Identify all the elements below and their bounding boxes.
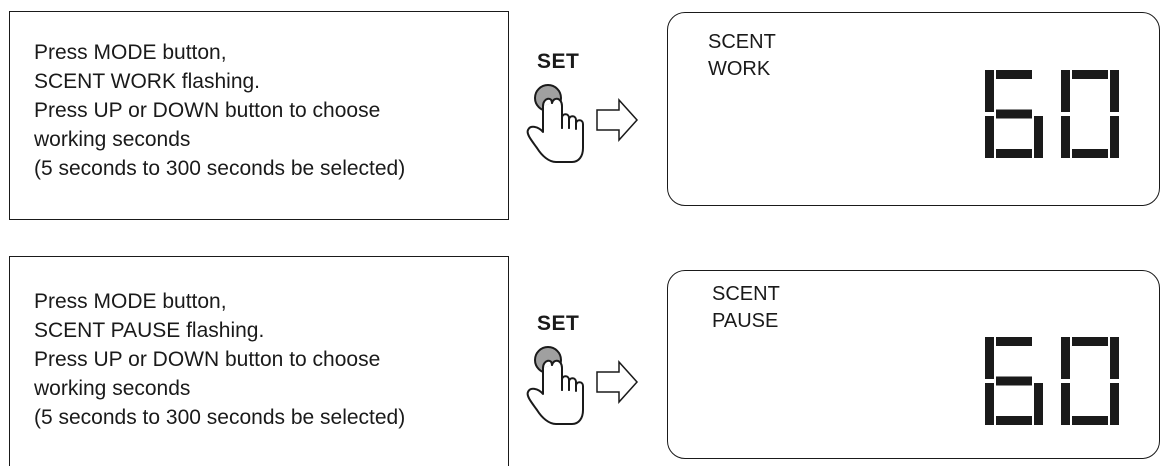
lcd-mode-label: SCENT WORK bbox=[708, 29, 776, 83]
lcd-mode-label: SCENT PAUSE bbox=[712, 281, 780, 335]
instruction-line: Press UP or DOWN button to choose bbox=[34, 348, 381, 371]
lcd-label-line: SCENT bbox=[708, 31, 776, 53]
segment-d bbox=[996, 149, 1032, 158]
lcd-display: SCENT WORK bbox=[667, 12, 1160, 206]
segment-a bbox=[1072, 70, 1108, 79]
instruction-text: Press MODE button, SCENT PAUSE flashing.… bbox=[34, 287, 405, 432]
right-arrow-icon bbox=[596, 360, 639, 404]
segment-b bbox=[1110, 70, 1119, 112]
seven-segment-digit bbox=[1061, 337, 1119, 425]
segment-e bbox=[1061, 383, 1070, 425]
right-arrow-icon bbox=[596, 98, 639, 142]
segment-a bbox=[996, 70, 1032, 79]
pointing-hand-icon bbox=[526, 97, 584, 163]
segment-e bbox=[1061, 116, 1070, 158]
press-set-illustration bbox=[526, 84, 639, 163]
segment-f bbox=[1061, 337, 1070, 379]
instruction-text: Press MODE button, SCENT WORK flashing. … bbox=[34, 38, 405, 183]
pointing-hand-icon bbox=[526, 359, 584, 425]
instruction-line: Press MODE button, bbox=[34, 41, 227, 64]
segment-f bbox=[985, 337, 994, 379]
press-set-illustration bbox=[526, 346, 639, 425]
seven-segment-value bbox=[985, 337, 1119, 425]
set-button-label: SET bbox=[537, 50, 580, 73]
seven-segment-digit bbox=[985, 337, 1043, 425]
instruction-line: Press MODE button, bbox=[34, 290, 227, 313]
lcd-label-line: SCENT bbox=[712, 283, 780, 305]
segment-d bbox=[1072, 149, 1108, 158]
lcd-display: SCENT PAUSE bbox=[667, 270, 1160, 459]
segment-c bbox=[1034, 116, 1043, 158]
lcd-label-line: WORK bbox=[708, 58, 771, 80]
instruction-line: (5 seconds to 300 seconds be selected) bbox=[34, 157, 406, 180]
segment-g bbox=[996, 376, 1032, 386]
lcd-label-line: PAUSE bbox=[712, 310, 779, 332]
step-2: Press MODE button, SCENT PAUSE flashing.… bbox=[0, 240, 1168, 470]
seven-segment-value bbox=[985, 70, 1119, 158]
segment-a bbox=[1072, 337, 1108, 346]
segment-f bbox=[985, 70, 994, 112]
instruction-box: Press MODE button, SCENT WORK flashing. … bbox=[9, 11, 509, 220]
seven-segment-digit bbox=[985, 70, 1043, 158]
step-1: Press MODE button, SCENT WORK flashing. … bbox=[0, 0, 1168, 230]
instruction-line: working seconds bbox=[34, 128, 191, 151]
instruction-line: SCENT PAUSE flashing. bbox=[34, 319, 265, 342]
segment-a bbox=[996, 337, 1032, 346]
segment-g bbox=[996, 109, 1032, 119]
segment-e bbox=[985, 116, 994, 158]
instruction-box: Press MODE button, SCENT PAUSE flashing.… bbox=[9, 256, 509, 466]
instruction-line: working seconds bbox=[34, 377, 191, 400]
instruction-line: Press UP or DOWN button to choose bbox=[34, 99, 381, 122]
segment-b bbox=[1110, 337, 1119, 379]
segment-c bbox=[1034, 383, 1043, 425]
instruction-line: SCENT WORK flashing. bbox=[34, 70, 261, 93]
segment-f bbox=[1061, 70, 1070, 112]
segment-e bbox=[985, 383, 994, 425]
instruction-line: (5 seconds to 300 seconds be selected) bbox=[34, 406, 406, 429]
seven-segment-digit bbox=[1061, 70, 1119, 158]
segment-c bbox=[1110, 383, 1119, 425]
segment-d bbox=[996, 416, 1032, 425]
segment-d bbox=[1072, 416, 1108, 425]
set-button-label: SET bbox=[537, 312, 580, 335]
segment-c bbox=[1110, 116, 1119, 158]
